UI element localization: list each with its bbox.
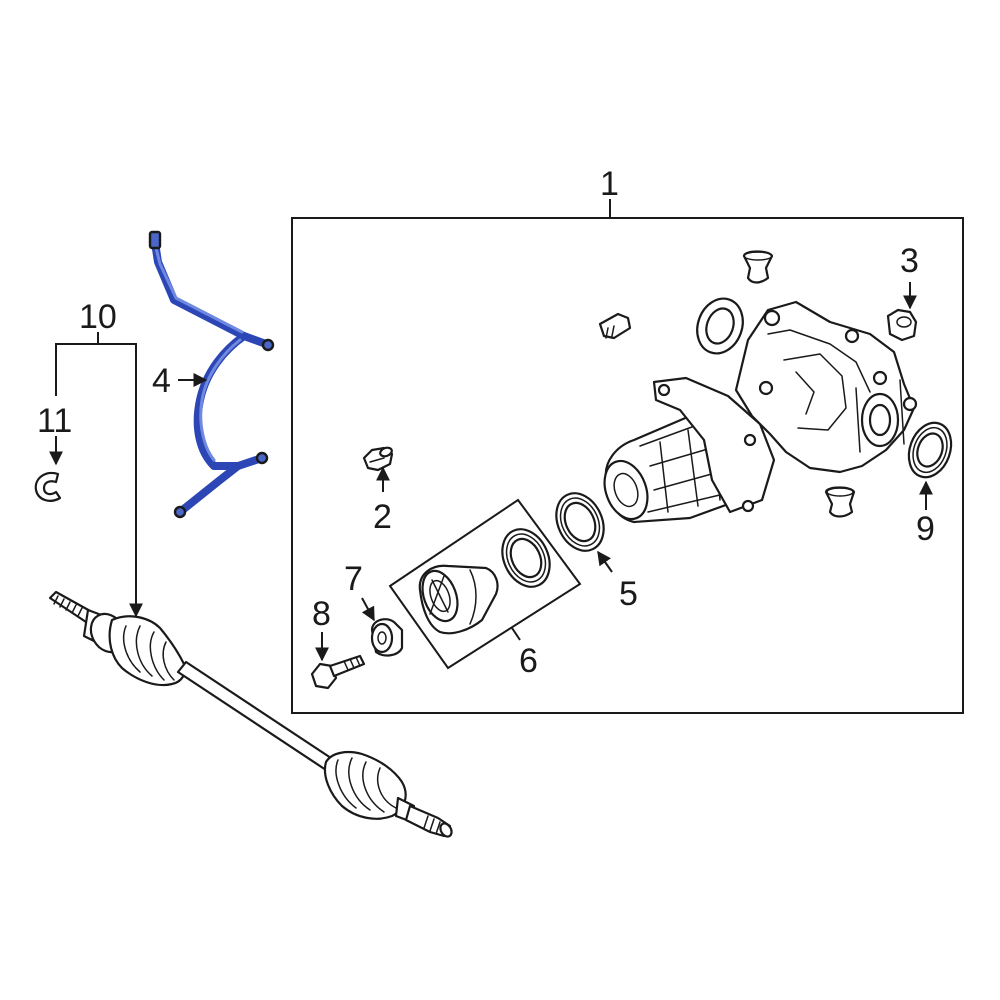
callout-11: 11 bbox=[37, 402, 72, 440]
callout-5: 5 bbox=[619, 575, 638, 613]
mount-bushing[interactable] bbox=[886, 308, 918, 342]
pinion-seal[interactable] bbox=[690, 292, 750, 360]
lower-bushing[interactable] bbox=[824, 486, 856, 518]
callout-7: 7 bbox=[344, 560, 363, 598]
output-seal[interactable] bbox=[902, 417, 959, 483]
seal-kit-parts[interactable] bbox=[416, 522, 559, 635]
leader-lines bbox=[49, 282, 933, 662]
callout-8: 8 bbox=[312, 595, 331, 633]
axle-shaft[interactable] bbox=[48, 590, 454, 839]
callout-9: 9 bbox=[916, 510, 935, 548]
seal-kit-box bbox=[388, 498, 582, 670]
axle-seal[interactable] bbox=[547, 486, 612, 559]
callout-2: 2 bbox=[373, 498, 392, 536]
callout-3: 3 bbox=[900, 242, 919, 280]
callout-4: 4 bbox=[152, 362, 171, 400]
differential-housing[interactable] bbox=[597, 300, 918, 525]
drain-plug[interactable] bbox=[598, 312, 632, 340]
spacer[interactable] bbox=[370, 618, 404, 657]
vent-hose[interactable] bbox=[148, 230, 275, 519]
callout-1: 1 bbox=[600, 165, 619, 203]
callout-10: 10 bbox=[79, 298, 117, 336]
bolt[interactable] bbox=[310, 654, 366, 690]
callout-labels: 1 2 3 4 5 6 7 8 9 10 11 bbox=[37, 165, 935, 680]
upper-bushing[interactable] bbox=[742, 250, 774, 284]
breather-plug[interactable] bbox=[362, 446, 394, 472]
callout-6: 6 bbox=[519, 642, 538, 680]
retaining-clip[interactable] bbox=[34, 471, 62, 502]
assembly-box bbox=[291, 199, 964, 714]
